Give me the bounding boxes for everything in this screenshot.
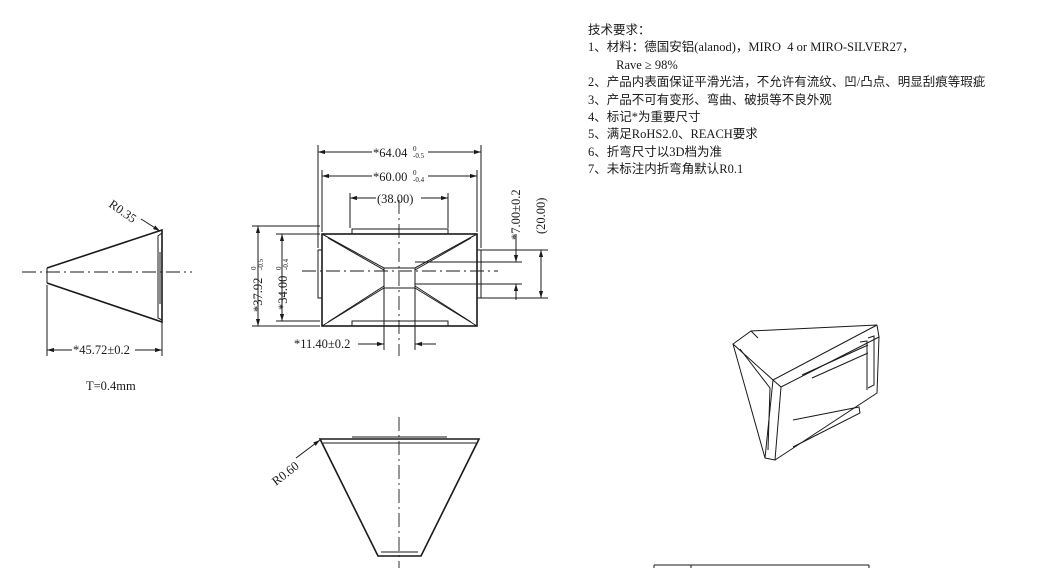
opening-width-label: *11.40±0.2 <box>294 337 350 351</box>
width-ref-label: (38.00) <box>377 192 413 206</box>
note-item-5: 5、满足RoHS2.0、REACH要求 <box>588 127 758 142</box>
note-item-6: 6、折弯尺寸以3D档为准 <box>588 144 723 159</box>
svg-text:-0.4: -0.4 <box>413 176 425 184</box>
height-outer-label: *37.92 <box>251 278 265 312</box>
isometric-view <box>732 324 880 461</box>
width-inner-label: *60.00 <box>373 170 407 184</box>
radius-bottom-label: R0.60 <box>269 459 301 489</box>
note-item-1b: Rave ≥ 98% <box>588 57 678 72</box>
svg-text:0: 0 <box>413 169 417 177</box>
svg-text:0: 0 <box>275 266 283 270</box>
thickness-label: T=0.4mm <box>86 379 136 393</box>
note-item-4: 4、标记*为重要尺寸 <box>588 110 701 125</box>
height-inner-label: *34.00 <box>276 276 290 310</box>
width-outer-label: *64.04 <box>373 146 408 160</box>
note-item-3: 3、产品不可有变形、弯曲、破损等不良外观 <box>588 92 832 107</box>
side-view-outline <box>46 228 163 324</box>
height-ref-label: (20.00) <box>534 198 548 234</box>
svg-text:0: 0 <box>250 266 258 270</box>
length-side-label: *45.72±0.2 <box>73 343 130 357</box>
front-view: *64.04 0 -0.5 *60.00 0 -0.4 (38.00) *37.… <box>250 145 548 356</box>
side-view: R0.35 *45.72±0.2 T=0.4mm <box>22 197 192 393</box>
radius-side-label: R0.35 <box>106 197 139 226</box>
note-item-1: 1、材料：德国安铝(alanod)，MIRO 4 or MIRO-SILVER2… <box>588 40 915 55</box>
bottom-view: R0.60 <box>269 417 481 568</box>
notes-heading: 技术要求： <box>588 23 651 37</box>
bottom-view-outline <box>318 438 481 557</box>
note-item-2: 2、产品内表面保证平滑光洁，不允许有流纹、凹/凸点、明显刮痕等瑕疵 <box>588 75 986 90</box>
svg-text:-0.5: -0.5 <box>413 152 425 160</box>
note-item-7: 7、未标注内折弯角默认R0.1 <box>588 162 744 177</box>
svg-text:0: 0 <box>413 145 417 153</box>
svg-text:-0.5: -0.5 <box>257 258 265 270</box>
svg-text:-0.4: -0.4 <box>282 258 290 270</box>
technical-requirements: 技术要求： 1、材料：德国安铝(alanod)，MIRO 4 or MIRO-S… <box>588 22 985 179</box>
opening-height-label: *7.00±0.2 <box>509 189 523 240</box>
